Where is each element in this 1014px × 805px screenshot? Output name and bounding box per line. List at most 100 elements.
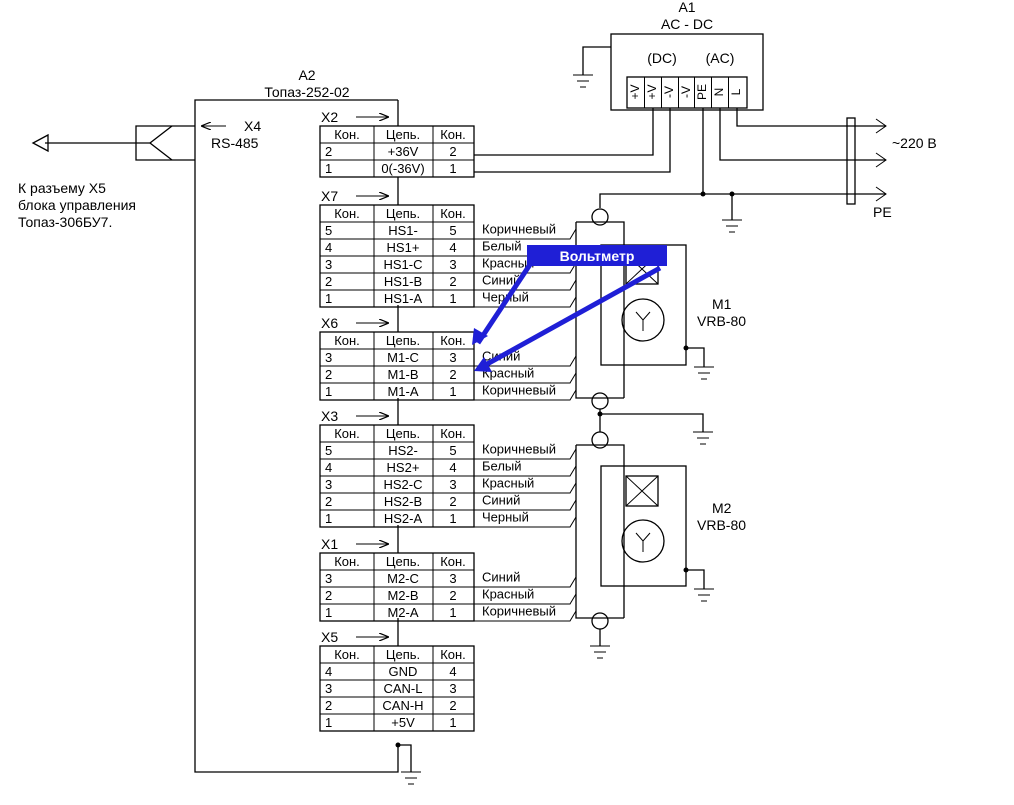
pin-number: 5 [325,223,332,238]
header-pin: Кон. [440,206,466,221]
wire [474,516,577,528]
pin-number: 2 [325,144,332,159]
wire-color-label: Черный [482,510,529,525]
a1-terminal-label: L [729,88,743,95]
pin-number: 5 [325,443,332,458]
pin-number: 3 [449,257,456,272]
ground-symbol [590,645,610,659]
pin-number: 4 [449,664,456,679]
x5-note-line-3: Топаз-306БУ7. [18,214,112,230]
pin-number: 1 [449,715,456,730]
wire [474,482,577,494]
wire [474,448,577,460]
x5-note-line-2: блока управления [18,197,136,213]
annotation-arrow-1 [475,255,538,345]
wire-color-label: Красный [482,476,534,491]
pin-number: 2 [325,367,332,382]
m1-designator: M1 [712,296,732,312]
pin-number: 2 [325,698,332,713]
header-circuit: Цепь. [386,333,420,348]
voltmeter-label-box [527,245,667,266]
circuit-name: M1-B [387,367,418,382]
pin-number: 2 [449,274,456,289]
pin-number: 1 [325,511,332,526]
pin-number: 4 [325,664,332,679]
pin-number: 1 [449,511,456,526]
pin-number: 1 [325,715,332,730]
a1-terminal-label: +V [645,84,659,99]
x4-name: RS-485 [211,135,259,151]
a1-name: AC - DC [661,16,713,32]
pin-number: 4 [449,460,456,475]
mains-ac-label: ~220 В [892,135,937,151]
pin-number: 3 [325,571,332,586]
connector-id: X6 [321,315,338,331]
wire [474,576,577,588]
circuit-name: +5V [391,715,415,730]
pin-number: 3 [325,350,332,365]
wire-color-label: Коричневый [482,604,556,619]
a1-ac-label: (AC) [706,50,735,66]
wire-color-label: Красный [482,587,534,602]
header-circuit: Цепь. [386,127,420,142]
header-circuit: Цепь. [386,647,420,662]
pin-number: 2 [449,367,456,382]
mains-pe-label: PE [873,204,892,220]
wire [474,499,577,511]
connector-id: X5 [321,629,338,645]
header-pin: Кон. [334,426,360,441]
mains-wiring: ~220 В PE [599,108,937,233]
m2-top-fitting [591,431,609,449]
a1-terminal-label: PE [695,84,709,100]
circuit-name: CAN-L [383,681,422,696]
pin-number: 1 [325,384,332,399]
circuit-name: M1-C [387,350,419,365]
connector-id: X3 [321,408,338,424]
wire-color-label: Синий [482,570,520,585]
pin-number: 1 [449,161,456,176]
pin-number: 3 [325,257,332,272]
m2-designator: M2 [712,500,732,516]
wire [474,389,577,401]
ground-symbol [401,771,421,785]
pin-number: 1 [325,605,332,620]
circuit-name: M1-A [387,384,418,399]
pin-number: 2 [449,144,456,159]
header-circuit: Цепь. [386,554,420,569]
wire [474,355,577,367]
pin-number: 1 [449,605,456,620]
wire-color-label: Красный [482,366,534,381]
pin-number: 3 [449,350,456,365]
wire [474,279,577,291]
a1-terminal-label: -V [662,86,676,98]
annotation-arrowhead-1 [472,328,488,345]
wire [474,296,577,308]
rs485-arrow-icon [31,133,49,153]
circuit-name: +36V [388,144,419,159]
pin-number: 1 [325,291,332,306]
x4-designator: X4 [244,118,261,134]
wire-color-label: Коричневый [482,383,556,398]
pin-number: 1 [449,291,456,306]
m2-model: VRB-80 [697,517,746,533]
ground-symbol [694,588,714,602]
header-pin: Кон. [334,647,360,662]
ground-symbol [573,74,593,88]
pin-number: 1 [449,384,456,399]
pin-number: 2 [325,274,332,289]
pin-number: 5 [449,443,456,458]
circuit-name: HS2-A [384,511,423,526]
a1-designator: A1 [678,0,695,15]
pin-number: 3 [449,681,456,696]
pin-number: 3 [325,681,332,696]
circuit-name: HS1-C [383,257,422,272]
ground-symbol [693,431,713,445]
dc-wiring [474,108,671,173]
wire-color-label: Черный [482,290,529,305]
circuit-name: M2-C [387,571,419,586]
